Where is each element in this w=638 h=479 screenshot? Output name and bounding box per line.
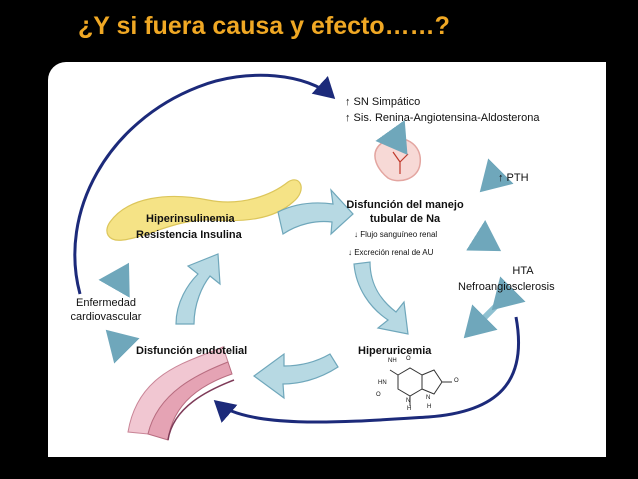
- arrow-hiperuricemia-to-endotelial: [252, 352, 339, 400]
- uric-acid-molecule-icon: [389, 367, 452, 406]
- label-hiperinsulinemia: Hiperinsulinemia: [146, 213, 235, 225]
- atom-hn: HN: [378, 380, 387, 386]
- label-enfermedad-cardiovascular: Enfermedad cardiovascular: [58, 296, 154, 324]
- label-excrecion: ↓ Excreción renal de AU: [348, 248, 434, 257]
- arrow-pancreas-to-tubular: [277, 188, 354, 236]
- atom-o-top: O: [406, 356, 411, 362]
- pancreas-icon: [106, 179, 302, 241]
- feedback-curve-bottom: [213, 316, 521, 424]
- atom-n-right: N: [426, 395, 431, 401]
- label-disfuncion-manejo-line2: tubular de Na: [369, 213, 441, 225]
- arrow-tubular-to-hta: [466, 220, 502, 252]
- label-hta: HTA: [512, 265, 534, 277]
- label-enfermedad-line1: Enfermedad: [76, 297, 136, 309]
- atom-h-1: H: [407, 406, 412, 412]
- label-flujo: ↓ Flujo sanguíneo renal: [354, 230, 438, 239]
- arrow-sn-to-kidney: [375, 120, 408, 155]
- arrow-enfermedad-to-pancreas: [98, 262, 130, 298]
- label-pth: ↑ PTH: [498, 172, 529, 184]
- artery-icon: [127, 346, 235, 441]
- arrow-pth-to-kidney: [479, 158, 514, 193]
- diagram-panel: ↑ SN Simpático ↑ Sis. Renina-Angiotensin…: [48, 62, 606, 457]
- label-sn-simpatico: ↑ SN Simpático: [345, 96, 421, 108]
- slide-title: ¿Y si fuera causa y efecto……?: [78, 12, 450, 40]
- atom-o-right: O: [454, 378, 459, 384]
- atom-o-bottom: O: [376, 392, 381, 398]
- label-disfuncion-manejo-line1: Disfunción del manejo: [346, 199, 464, 211]
- atom-n-bottom: N: [406, 398, 411, 404]
- label-enfermedad-line2: cardiovascular: [70, 311, 142, 323]
- label-disfuncion-manejo: Disfunción del manejo tubular de Na: [340, 198, 470, 226]
- arrow-endotelial-to-hiperinsulinemia: [175, 253, 221, 325]
- atom-nh: NH: [388, 358, 397, 364]
- label-nefro: Nefroangiosclerosis: [458, 281, 555, 293]
- atom-h-2: H: [427, 404, 432, 410]
- label-disfuncion-endotelial: Disfunción endotelial: [136, 345, 248, 357]
- causal-cycle-diagram: [73, 73, 526, 441]
- feedback-curve-top: [73, 73, 336, 295]
- label-resistencia: Resistencia Insulina: [136, 229, 242, 241]
- label-hiperuricemia: Hiperuricemia: [358, 345, 432, 357]
- arrow-tubular-to-hiperuricemia: [353, 261, 409, 335]
- arrow-hta-hiperuricemia-bidirectional: [463, 276, 526, 339]
- label-sra: ↑ Sis. Renina-Angiotensina-Aldosterona: [345, 112, 540, 124]
- arrow-artery-to-enfermedad: [105, 329, 140, 364]
